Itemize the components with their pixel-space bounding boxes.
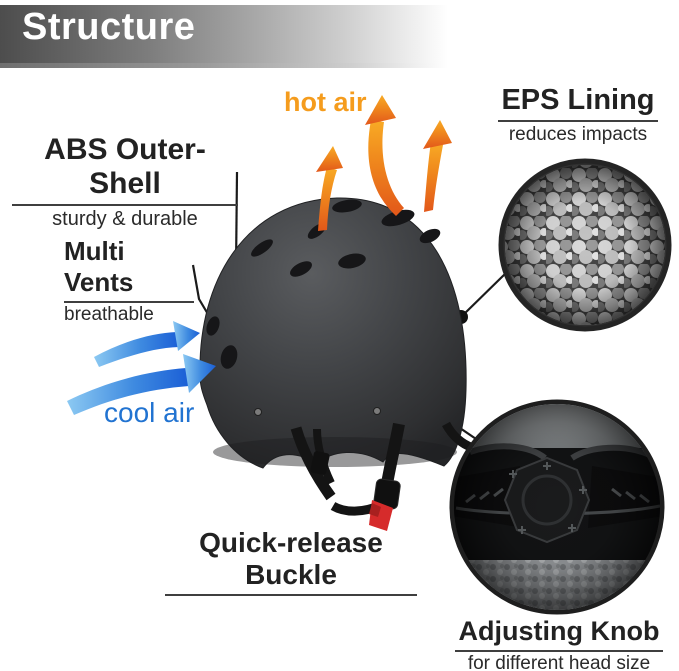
adjusting-knob-closeup [449, 399, 665, 615]
page-title: Structure [22, 6, 196, 48]
helmet-bottom-rim-shadow [213, 437, 457, 467]
helmet-vents [206, 199, 441, 369]
multi-vents-subtitle: breathable [64, 304, 154, 325]
cool-air-arrows-icon [67, 321, 216, 415]
annotation-quick-release: Quick-release Buckle [165, 527, 417, 596]
quick-release-title: Quick-release Buckle [165, 527, 417, 596]
helmet-photo [199, 197, 467, 469]
eps-foam-closeup [498, 158, 672, 332]
hot-air-arrows-icon [316, 95, 452, 231]
cool-air-label: cool air [104, 397, 195, 428]
annotation-multi-vents: Multi Vents breathable [64, 236, 194, 326]
eps-lining-subtitle: reduces impacts [508, 124, 648, 145]
leader-line-eps-lining [460, 271, 508, 318]
annotation-eps-lining: EPS Lining reduces impacts [498, 84, 658, 146]
chin-strap [290, 421, 475, 531]
adjusting-knob-subtitle: for different head size [467, 653, 651, 671]
annotation-abs-shell: ABS Outer-Shell sturdy & durable [12, 133, 238, 231]
helmet-rivet [373, 407, 381, 415]
helmet-rivet [254, 408, 262, 416]
hot-air-label: hot air [284, 87, 367, 117]
multi-vents-title: Multi Vents [64, 236, 194, 303]
structure-banner [0, 5, 679, 63]
eps-lining-title: EPS Lining [498, 84, 658, 122]
abs-shell-subtitle: sturdy & durable [52, 208, 198, 230]
strap-slider [310, 451, 330, 475]
structure-banner-edge [0, 63, 679, 68]
annotation-adjusting-knob: Adjusting Knob for different head size [450, 616, 668, 671]
adjusting-knob-title: Adjusting Knob [454, 616, 664, 652]
abs-shell-title: ABS Outer-Shell [12, 133, 238, 206]
